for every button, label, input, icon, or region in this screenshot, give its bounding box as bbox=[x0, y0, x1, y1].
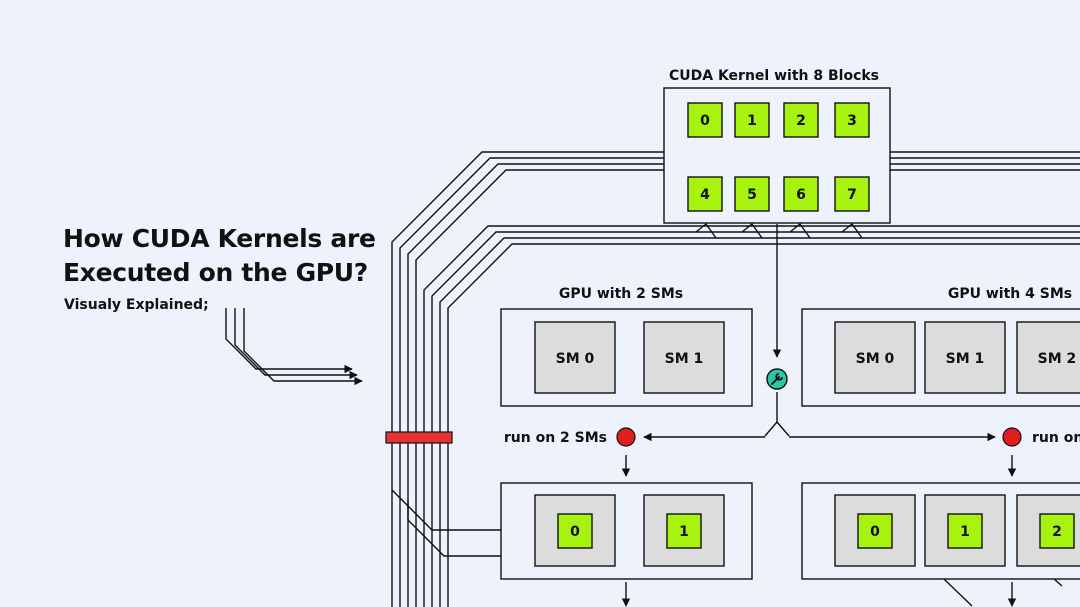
gpu4-label: GPU with 4 SMs bbox=[948, 286, 1072, 302]
sm-box bbox=[1016, 321, 1080, 394]
assigned-block-label: 0 bbox=[570, 524, 580, 540]
gpu2-label: GPU with 2 SMs bbox=[559, 286, 683, 302]
kernel-block-label: 0 bbox=[700, 113, 710, 129]
bundle-stripe bbox=[385, 431, 453, 444]
run-label-4sms: run on bbox=[1032, 430, 1080, 446]
red-dot-icon bbox=[616, 427, 636, 447]
gpu2-sms: SM 0 SM 1 bbox=[534, 321, 725, 394]
title-line-1: How CUDA Kernels are bbox=[63, 224, 376, 253]
assigned-block-2 bbox=[1039, 513, 1075, 549]
kernel-label: CUDA Kernel with 8 Blocks bbox=[669, 68, 879, 84]
kernel-block-1 bbox=[734, 102, 770, 138]
kernel-block-label: 1 bbox=[747, 113, 757, 129]
assigned-block-label: 1 bbox=[679, 524, 689, 540]
assigned-block-label: 1 bbox=[960, 524, 970, 540]
run-label-2sms: run on 2 SMs bbox=[504, 430, 607, 446]
sm-box bbox=[834, 321, 916, 394]
wrench-icon bbox=[766, 368, 788, 390]
assigned-block-1 bbox=[666, 513, 702, 549]
kernel-block-7 bbox=[834, 176, 870, 212]
assigned-block-label: 2 bbox=[1052, 524, 1062, 540]
red-dot-icon bbox=[1002, 427, 1022, 447]
gpu4-exec: 0 1 2 bbox=[834, 494, 1080, 567]
sm-label: SM 0 bbox=[556, 351, 595, 367]
assigned-block-label: 0 bbox=[870, 524, 880, 540]
sm-box bbox=[924, 321, 1006, 394]
kernel-block-label: 7 bbox=[847, 187, 857, 203]
kernel-block-label: 3 bbox=[847, 113, 857, 129]
sm-label: SM 1 bbox=[946, 351, 985, 367]
kernel-block-label: 6 bbox=[796, 187, 806, 203]
page-subtitle: Visualy Explained; bbox=[64, 297, 209, 313]
kernel-block-0 bbox=[687, 102, 723, 138]
assigned-block-0 bbox=[857, 513, 893, 549]
kernel-block-6 bbox=[783, 176, 819, 212]
gpu4-sms: SM 0 SM 1 SM 2 bbox=[834, 321, 1080, 394]
sm-box bbox=[643, 321, 725, 394]
kernel-block-label: 4 bbox=[700, 187, 710, 203]
title-line-2: Executed on the GPU? bbox=[63, 258, 369, 287]
kernel-block-label: 5 bbox=[747, 187, 757, 203]
kernel-block-4 bbox=[687, 176, 723, 212]
kernel-blocks: 0 1 2 3 4 5 6 7 bbox=[687, 102, 870, 212]
sm-label: SM 2 bbox=[1038, 351, 1077, 367]
kernel-block-2 bbox=[783, 102, 819, 138]
kernel-block-label: 2 bbox=[796, 113, 806, 129]
kernel-block-5 bbox=[734, 176, 770, 212]
assigned-block-0 bbox=[557, 513, 593, 549]
kernel-block-3 bbox=[834, 102, 870, 138]
assigned-block-1 bbox=[947, 513, 983, 549]
sm-box bbox=[534, 321, 616, 394]
sm-label: SM 1 bbox=[665, 351, 704, 367]
sm-label: SM 0 bbox=[856, 351, 895, 367]
